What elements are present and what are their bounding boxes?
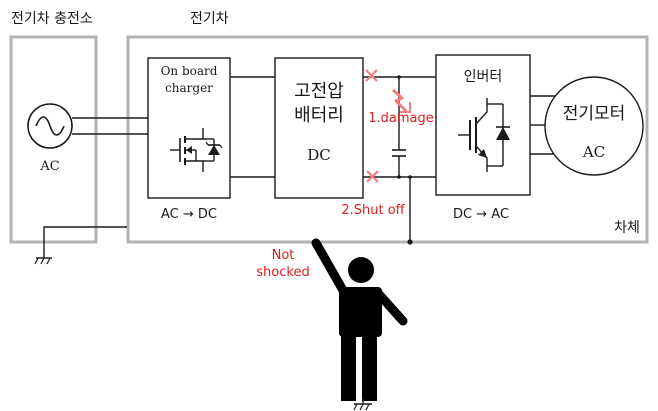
inverter-block: 인버터 DC → AC: [435, 54, 531, 222]
battery-label-line2: 배터리: [294, 105, 344, 126]
lightning-icon: [392, 88, 411, 113]
person-left-leg: [341, 335, 356, 401]
hv-battery-block: 고전압 배터리 DC: [274, 57, 364, 199]
ground-symbol-hatch: [34, 257, 39, 265]
sine-wave-icon: [35, 116, 65, 136]
person-ground: [353, 398, 372, 411]
inverter-conversion-label: DC → AC: [453, 207, 509, 222]
ground-symbol-hatch: [40, 257, 45, 265]
damage-label: 1.damage: [368, 111, 434, 126]
not-shocked-label-line2: shocked: [256, 265, 309, 280]
motor-ac-label: AC: [582, 143, 605, 161]
charger-conversion-label: AC → DC: [161, 207, 217, 222]
charger-label-line1: On board: [161, 64, 218, 78]
chassis-ground-wire: [407, 175, 413, 245]
person-head: [348, 257, 374, 283]
motor-block: 전기모터 AC: [544, 76, 644, 176]
ground-symbol-hatch: [46, 257, 51, 265]
person-right-leg: [362, 335, 377, 401]
shutoff-label: 2.Shut off: [341, 203, 405, 218]
ev-title: 전기차: [190, 11, 229, 27]
inverter-box: [435, 54, 531, 196]
vehicle-frame: [126, 35, 649, 244]
hv-battery-box: [274, 57, 364, 199]
battery-label-line1: 고전압: [294, 81, 344, 102]
person-torso: [339, 287, 382, 337]
igbt-icon: [458, 98, 510, 172]
fault-x-mark-top: [365, 69, 378, 82]
station-ground-wire: [43, 226, 127, 258]
motor-label: 전기모터: [563, 104, 626, 124]
ac-source-circle: [27, 103, 73, 149]
onboard-charger-block: On board charger AC → DC: [147, 57, 231, 222]
station-ground: [34, 226, 127, 265]
mosfet-icon: [170, 128, 223, 172]
fault-x-mark-bottom: [366, 170, 379, 183]
battery-dc-label: DC: [307, 146, 331, 164]
person-figure: [311, 238, 408, 401]
dc-link-capacitor: [392, 75, 406, 179]
not-shocked-label-line1: Not: [272, 248, 295, 263]
chassis-label: 차체: [614, 220, 640, 236]
inverter-label: 인버터: [464, 69, 503, 85]
ac-source-label: AC: [39, 159, 59, 174]
motor-circle: [544, 76, 644, 176]
onboard-charger-box: [147, 57, 231, 199]
station-title: 전기차 충전소: [11, 11, 93, 27]
person-lower-arm: [372, 287, 408, 326]
person-raised-arm: [311, 238, 349, 297]
charging-station-frame: [9, 35, 98, 244]
charger-label-line2: charger: [165, 81, 213, 95]
ac-source: AC: [27, 103, 96, 174]
